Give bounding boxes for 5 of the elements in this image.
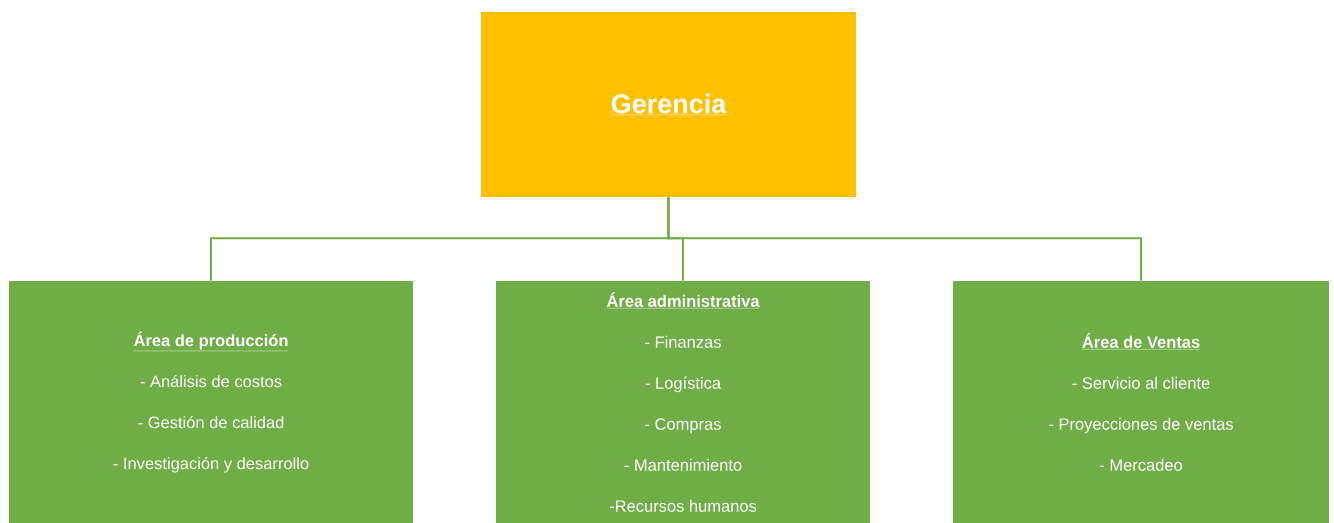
connector-line — [667, 196, 1142, 282]
department-box: Área de Ventas - Servicio al cliente - Proyecciones de ventas - Mercadeo — [953, 281, 1329, 523]
manager-box: Gerencia — [481, 12, 856, 197]
department-box: Área administrativa - Finanzas - Logística - Compras - Mantenimiento -Recursos humanos — [496, 281, 870, 523]
department-box: Área de producción - Análisis de costos - Gestión de calidad - Investigación y desarrollo — [9, 281, 413, 523]
